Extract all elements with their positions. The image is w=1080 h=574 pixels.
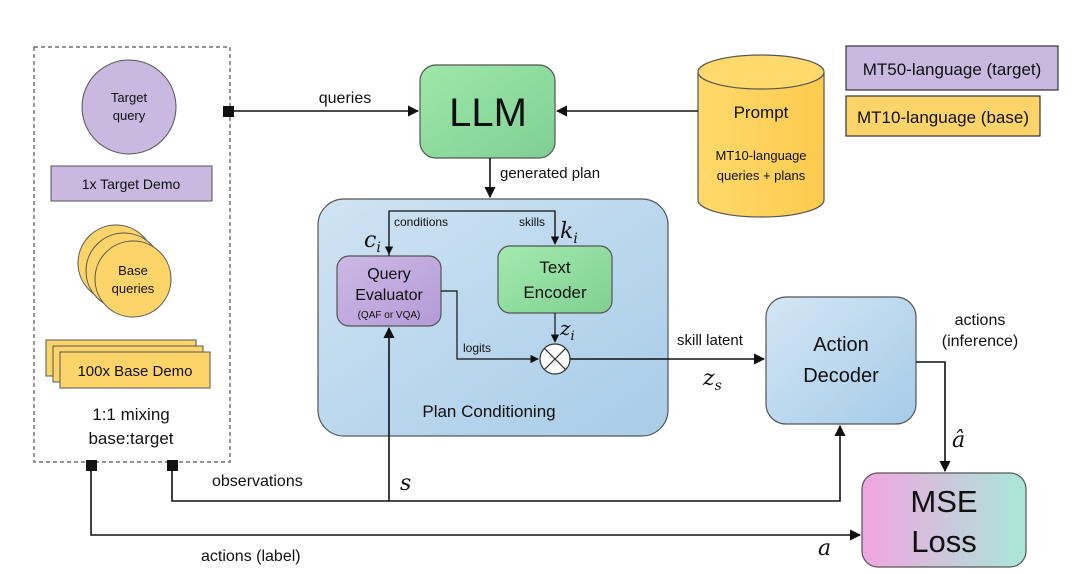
dataset-panel: Target query 1x Target Demo Base queries… xyxy=(33,46,231,463)
target-query-line2: query xyxy=(113,108,146,123)
query-evaluator-node: Query Evaluator (QAF or VQA) xyxy=(336,255,442,327)
prompt-title: Prompt xyxy=(734,103,789,122)
c-i-symbol: ci xyxy=(364,228,381,256)
observations-label: observations xyxy=(212,473,303,490)
text-encoder-node: Text Encoder xyxy=(497,245,613,314)
queries-label: queries xyxy=(319,90,371,107)
text-encoder-line2: Encoder xyxy=(523,283,587,302)
action-decoder-node: Action Decoder xyxy=(765,296,917,425)
actions-label-edge xyxy=(90,471,862,541)
legend-base: MT10-language (base) xyxy=(845,95,1041,137)
base-queries-node: Base queries xyxy=(77,224,172,318)
a-symbol: a xyxy=(818,536,831,561)
action-decoder-line2: Decoder xyxy=(803,365,879,387)
k-i-symbol: ki xyxy=(560,219,578,247)
query-evaluator-line1: Query xyxy=(367,266,411,283)
z-i-symbol: zi xyxy=(559,316,575,344)
llm-label: LLM xyxy=(449,91,527,135)
target-query-node: Target query xyxy=(81,59,177,155)
skill-latent-label: skill latent xyxy=(677,332,744,349)
prompt-body-line2: queries + plans xyxy=(717,168,806,183)
actions-label-text: actions (label) xyxy=(201,548,301,565)
mixing-line2: base:target xyxy=(88,429,173,448)
actions-label-port xyxy=(86,460,97,471)
base-queries-line1: Base xyxy=(118,263,148,278)
base-demo-label: 100x Base Demo xyxy=(77,363,192,380)
base-queries-line2: queries xyxy=(112,281,155,296)
legend-target-label: MT50-language (target) xyxy=(863,60,1042,79)
generated-plan-label: generated plan xyxy=(500,165,600,182)
skills-label: skills xyxy=(519,215,545,229)
text-encoder-line1: Text xyxy=(539,258,570,277)
target-demo-node: 1x Target Demo xyxy=(50,165,213,202)
actions-inference-line2: (inference) xyxy=(942,333,1018,350)
query-evaluator-sub: (QAF or VQA) xyxy=(358,310,421,321)
logits-edge xyxy=(441,290,539,364)
query-evaluator-line2: Evaluator xyxy=(355,287,423,304)
actions-inference-edge xyxy=(916,361,951,473)
action-decoder-line1: Action xyxy=(813,334,869,356)
base-demo-node: 100x Base Demo xyxy=(45,339,211,389)
multiply-node xyxy=(539,343,571,375)
legend-target: MT50-language (target) xyxy=(845,45,1059,91)
mse-loss-node: MSE Loss xyxy=(861,472,1027,568)
target-query-line1: Target xyxy=(111,90,148,105)
legend-base-label: MT10-language (base) xyxy=(857,108,1029,127)
mixing-line1: 1:1 mixing xyxy=(92,405,169,424)
llm-node: LLM xyxy=(419,64,556,159)
mse-loss-line1: MSE xyxy=(910,484,977,519)
a-hat-symbol: â xyxy=(952,428,965,453)
queries-port xyxy=(223,106,234,117)
mse-loss-line2: Loss xyxy=(911,524,976,559)
s-symbol: s xyxy=(400,471,411,496)
prompt-node: Prompt MT10-language queries + plans xyxy=(697,54,825,218)
actions-inference-line1: actions xyxy=(955,312,1006,329)
prompt-body-line1: MT10-language xyxy=(715,148,806,163)
conditions-label: conditions xyxy=(394,215,448,229)
z-s-symbol: zs xyxy=(702,366,722,394)
observations-port xyxy=(167,460,178,471)
plan-conditioning-label: Plan Conditioning xyxy=(422,402,555,421)
observations-edge xyxy=(171,424,846,502)
target-demo-label: 1x Target Demo xyxy=(82,176,181,192)
logits-label: logits xyxy=(463,341,491,355)
